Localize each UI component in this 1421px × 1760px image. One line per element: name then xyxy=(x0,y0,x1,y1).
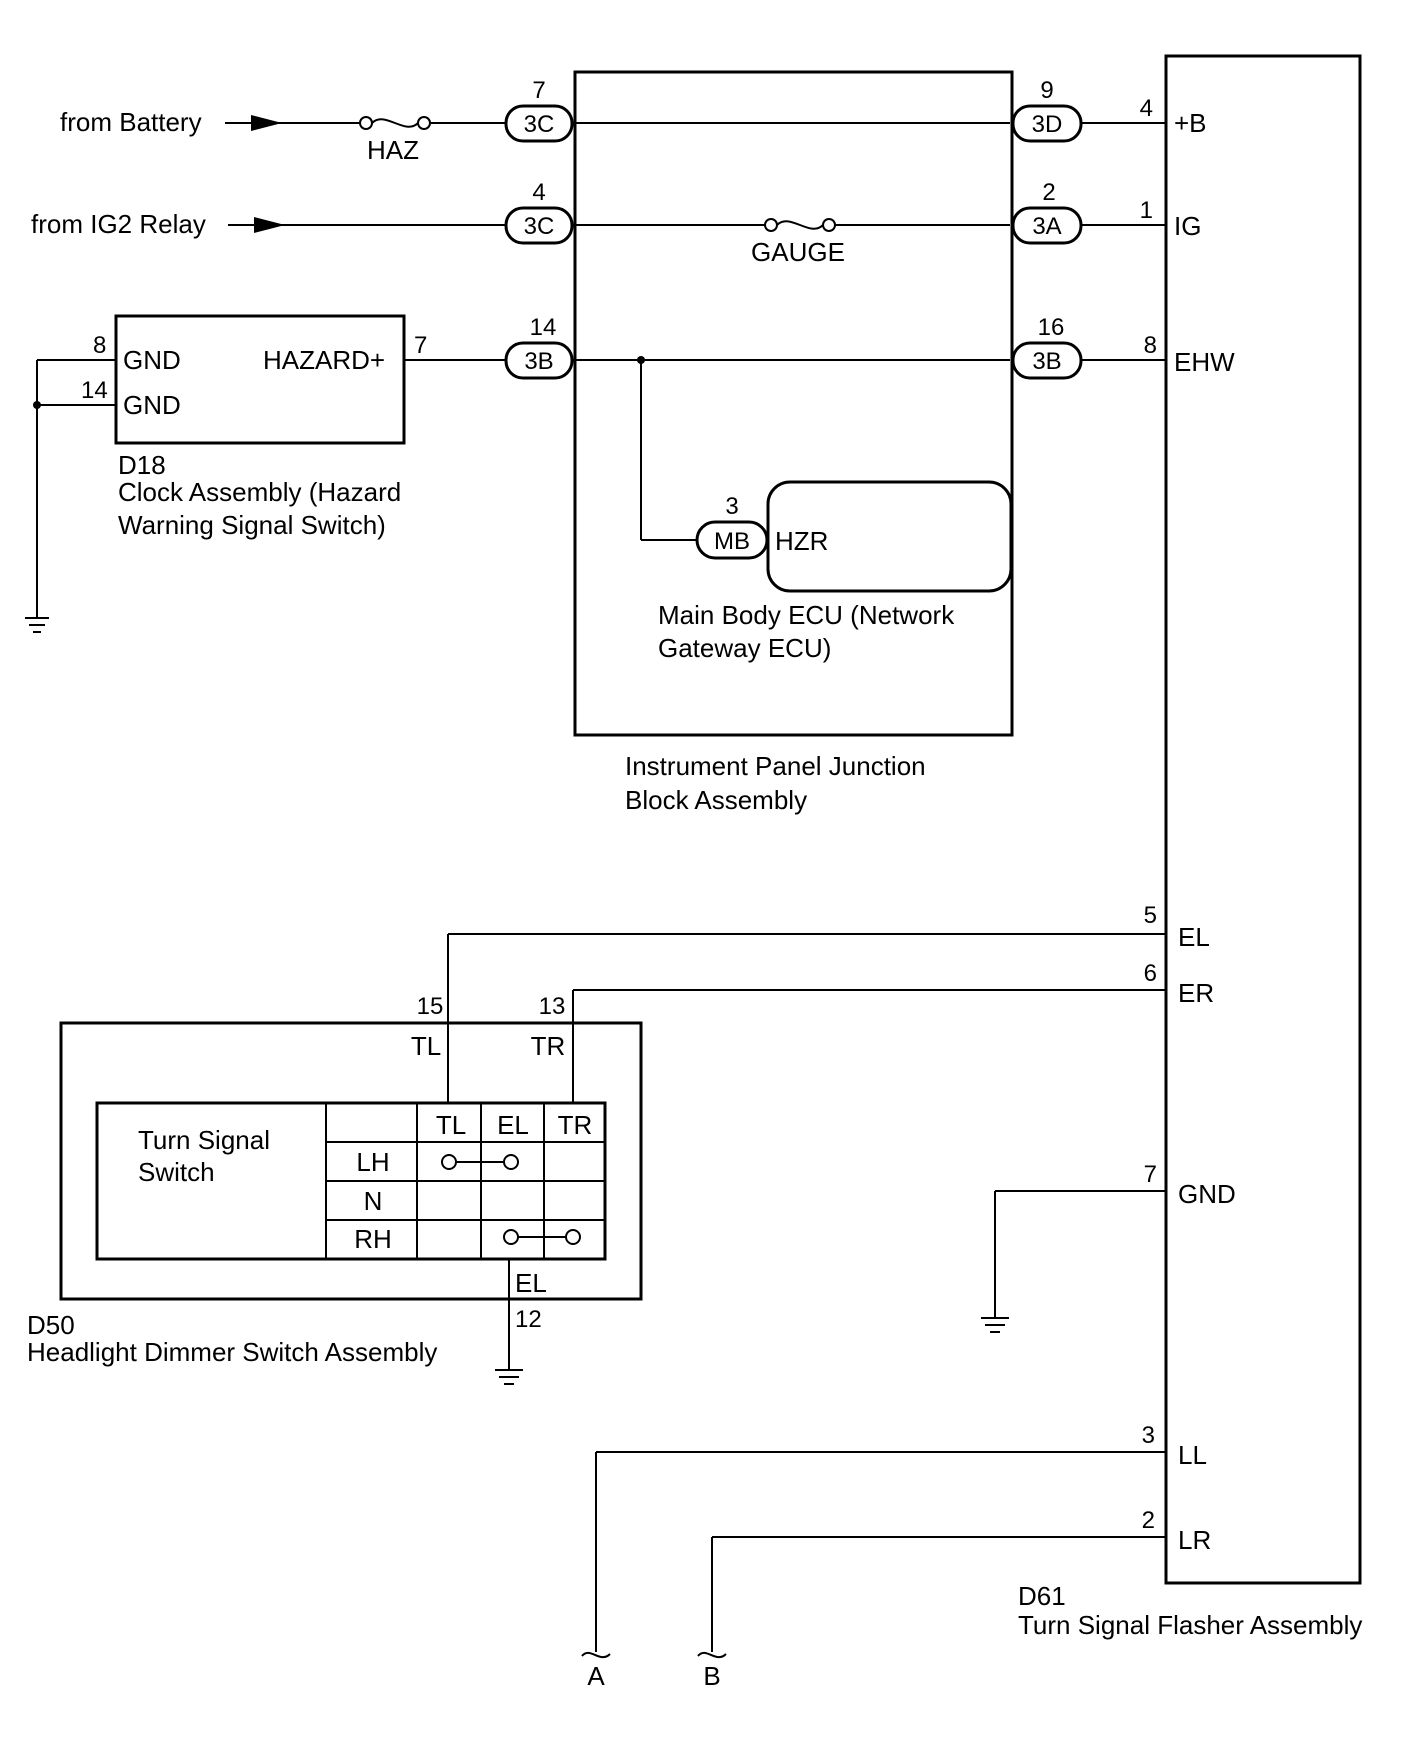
flasher-label-2: IG xyxy=(1174,211,1201,241)
clock-name-line2: Warning Signal Switch) xyxy=(118,510,386,540)
ecu-terminal: HZR xyxy=(775,526,828,556)
switch-name-line2: Switch xyxy=(138,1157,215,1187)
fuse-haz-label: HAZ xyxy=(367,135,419,165)
flasher-pin-3: 8 xyxy=(1144,332,1157,359)
clock-pin-gnd2: 14 xyxy=(81,377,108,404)
clock-label-hazard: HAZARD+ xyxy=(263,345,385,375)
connector-right-3 xyxy=(1011,341,1083,380)
connector-left-1 xyxy=(504,104,574,143)
connector-left-1-label: 3C xyxy=(524,111,555,138)
fuse-gauge-label: GAUGE xyxy=(751,237,845,267)
clock-pin-gnd1: 8 xyxy=(93,332,106,359)
connector-left-3-pin: 14 xyxy=(530,314,557,341)
junction-name-line1: Instrument Panel Junction xyxy=(625,751,926,781)
flasher-label-7: LL xyxy=(1178,1440,1207,1470)
clock-pin-hazard: 7 xyxy=(414,332,427,359)
table-header-tr: TR xyxy=(558,1110,593,1140)
junction-dot-2 xyxy=(33,401,41,409)
connector-right-2-label: 3A xyxy=(1032,213,1061,240)
flasher-pin-4: 5 xyxy=(1144,902,1157,929)
ecu-connector-label: MB xyxy=(714,528,750,555)
connector-left-3 xyxy=(504,341,574,380)
table-header-tl: TL xyxy=(436,1110,466,1140)
fuse-icon xyxy=(359,116,431,130)
flasher-pin-7: 3 xyxy=(1142,1422,1155,1449)
connector-left-3-label: 3B xyxy=(524,348,553,375)
output-a-label: A xyxy=(587,1661,605,1691)
flasher-label-3: EHW xyxy=(1174,347,1235,377)
ecu-pin: 3 xyxy=(725,493,738,520)
table-row-rh: RH xyxy=(354,1224,392,1254)
dimmer-outer-box xyxy=(59,1021,643,1301)
table-header-el: EL xyxy=(497,1110,529,1140)
dimmer-label-tl: TL xyxy=(411,1031,441,1061)
output-b-label: B xyxy=(703,1661,720,1691)
flasher-pin-5: 6 xyxy=(1144,960,1157,987)
input-ig2-label: from IG2 Relay xyxy=(31,209,206,239)
ground-icon xyxy=(981,1317,1009,1333)
connector-left-2-pin: 4 xyxy=(532,179,545,206)
connector-right-1 xyxy=(1011,104,1083,143)
wires xyxy=(36,122,1165,1652)
switch-table xyxy=(95,1101,607,1261)
flasher-pin-2: 1 xyxy=(1140,197,1153,224)
flasher-name: Turn Signal Flasher Assembly xyxy=(1018,1610,1362,1640)
flasher-pin-8: 2 xyxy=(1142,1507,1155,1534)
connector-right-1-label: 3D xyxy=(1032,111,1063,138)
flasher-label-5: ER xyxy=(1178,978,1214,1008)
dimmer-pin-tl: 15 xyxy=(417,993,444,1020)
dimmer-label-tr: TR xyxy=(531,1031,566,1061)
contact-lh-icon xyxy=(441,1154,519,1170)
dimmer-el-label: EL xyxy=(515,1268,547,1298)
connector-left-2 xyxy=(504,206,574,245)
connector-left-2-label: 3C xyxy=(524,213,555,240)
continuation-icon xyxy=(581,1651,727,1659)
ecu-name-line1: Main Body ECU (Network xyxy=(658,600,955,630)
arrow-icon xyxy=(251,115,285,233)
dimmer-code: D50 xyxy=(27,1310,75,1340)
clock-name-line1: Clock Assembly (Hazard xyxy=(118,477,401,507)
connector-right-1-pin: 9 xyxy=(1040,77,1053,104)
ground-icon xyxy=(25,617,49,633)
junction-block-box xyxy=(573,70,1014,737)
junction-dot-1 xyxy=(637,356,645,364)
dimmer-el-pin: 12 xyxy=(515,1306,542,1333)
connector-right-3-label: 3B xyxy=(1032,348,1061,375)
ecu-name-line2: Gateway ECU) xyxy=(658,633,831,663)
dimmer-name: Headlight Dimmer Switch Assembly xyxy=(27,1337,437,1367)
connector-right-2 xyxy=(1011,206,1083,245)
flasher-code: D61 xyxy=(1018,1581,1066,1611)
contact-rh-icon xyxy=(503,1229,581,1245)
flasher-label-8: LR xyxy=(1178,1525,1211,1555)
table-row-n: N xyxy=(364,1186,383,1216)
ground-icon xyxy=(495,1369,523,1385)
flasher-pin-6: 7 xyxy=(1144,1161,1157,1188)
flasher-box xyxy=(1164,54,1362,1585)
input-battery-label: from Battery xyxy=(60,107,202,137)
junction-name-line2: Block Assembly xyxy=(625,785,807,815)
connector-right-2-pin: 2 xyxy=(1042,179,1055,206)
clock-label-gnd2: GND xyxy=(123,390,181,420)
fuse-icon xyxy=(764,218,836,232)
switch-name-line1: Turn Signal xyxy=(138,1125,270,1155)
connector-right-3-pin: 16 xyxy=(1038,314,1065,341)
clock-label-gnd1: GND xyxy=(123,345,181,375)
connector-left-1-pin: 7 xyxy=(532,77,545,104)
dimmer-pin-tr: 13 xyxy=(539,993,566,1020)
clock-code: D18 xyxy=(118,450,166,480)
flasher-pin-1: 4 xyxy=(1140,95,1153,122)
flasher-label-6: GND xyxy=(1178,1179,1236,1209)
table-row-lh: LH xyxy=(356,1147,389,1177)
flasher-label-4: EL xyxy=(1178,922,1210,952)
ecu-connector xyxy=(695,520,769,560)
flasher-label-1: +B xyxy=(1174,108,1207,138)
clock-assembly-box xyxy=(114,314,406,445)
